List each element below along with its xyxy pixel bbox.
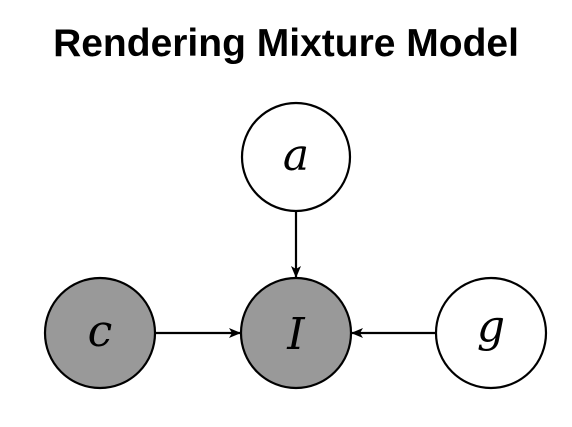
node-c: c: [43, 276, 157, 390]
node-I: I: [239, 276, 353, 390]
node-a: a: [240, 101, 352, 213]
node-g: g: [434, 276, 548, 390]
node-I-label: I: [286, 309, 306, 360]
diagram-title: Rendering Mixture Model: [53, 22, 519, 65]
node-c-label: c: [88, 306, 113, 357]
node-g-label: g: [477, 301, 505, 352]
node-a-label: a: [283, 130, 309, 181]
